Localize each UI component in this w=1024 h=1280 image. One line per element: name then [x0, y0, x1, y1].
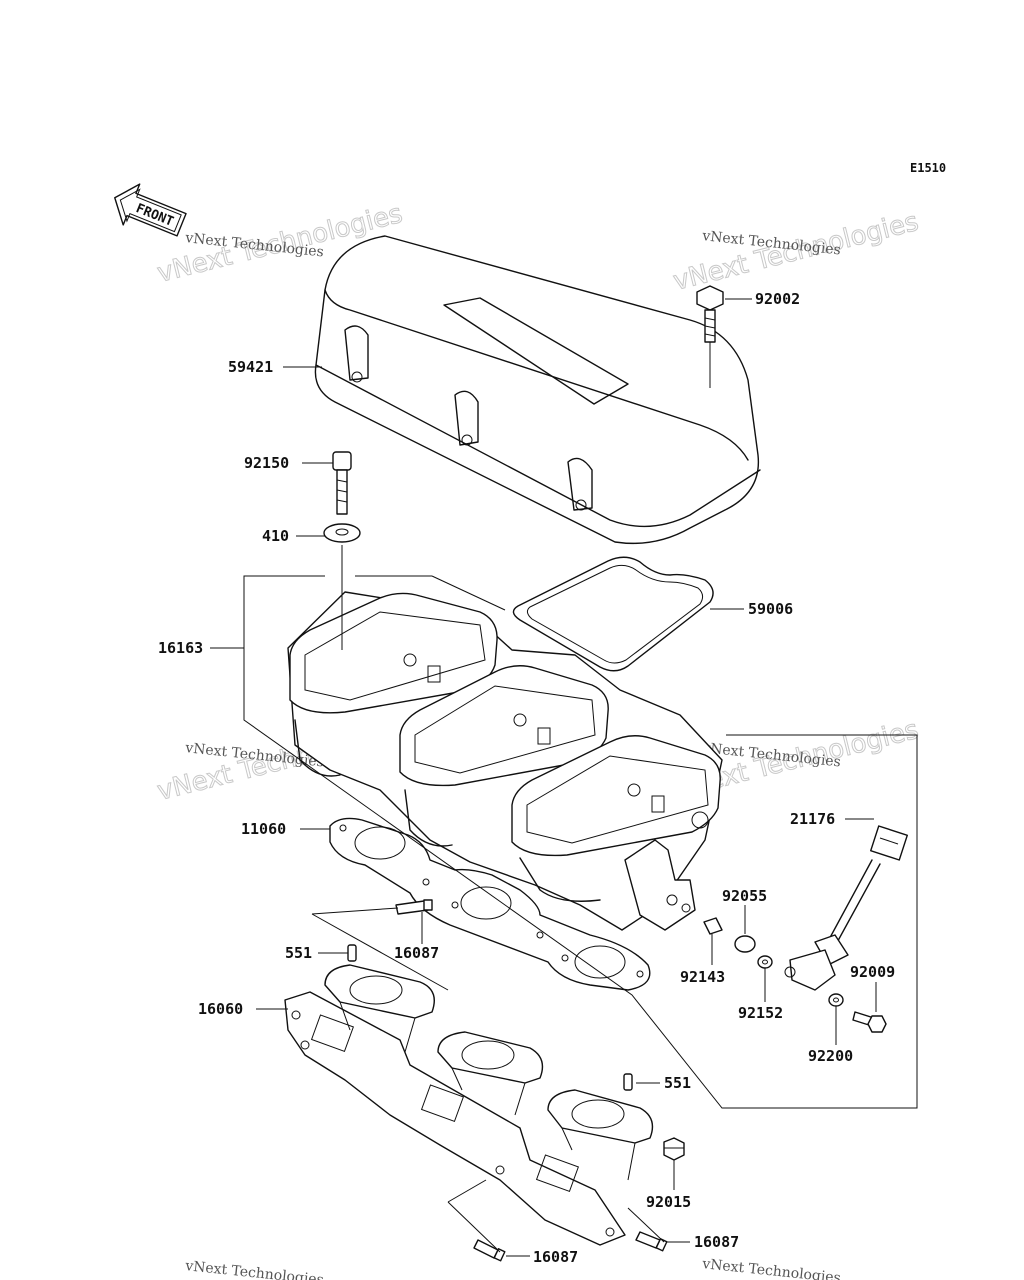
dowel-551-upper [347, 944, 357, 962]
part-label-92152: 92152 [738, 1004, 783, 1022]
part-label-21176: 21176 [790, 810, 835, 828]
part-label-92200: 92200 [808, 1047, 853, 1065]
part-label-92150: 92150 [244, 454, 289, 472]
clip-92143 [703, 917, 723, 935]
dowel-551-lower [623, 1073, 633, 1091]
cover-59421 [314, 235, 761, 545]
part-label-92009: 92009 [850, 963, 895, 981]
plug-16087-lower-left [473, 1239, 506, 1262]
manifold-16060 [284, 964, 654, 1246]
part-label-16087-lower-right: 16087 [694, 1233, 739, 1251]
part-label-16060: 16060 [198, 1000, 243, 1018]
part-label-16163: 16163 [158, 639, 203, 657]
nut-92015 [663, 1137, 685, 1161]
bolt-92009 [852, 1011, 887, 1033]
bolt-92150 [332, 451, 352, 515]
plug-16087-upper [395, 899, 433, 915]
washer-410 [323, 523, 361, 543]
washer-92152 [757, 955, 773, 969]
watermark-small: vNext Technologies [184, 1258, 325, 1280]
washer-92200 [828, 993, 844, 1007]
part-label-410: 410 [262, 527, 289, 545]
part-label-551: 551 [285, 944, 312, 962]
gasket-59006 [512, 556, 714, 672]
part-label-59006: 59006 [748, 600, 793, 618]
part-label-11060: 11060 [241, 820, 286, 838]
part-label-16087-lower-left: 16087 [533, 1248, 578, 1266]
part-label-92002: 92002 [755, 290, 800, 308]
oring-92055 [734, 935, 756, 953]
diagram-code: E1510 [910, 161, 946, 175]
part-label-92143: 92143 [680, 968, 725, 986]
watermark-small: vNext Technologies [701, 1256, 842, 1280]
sensor-21176 [784, 825, 908, 991]
part-label-59421: 59421 [228, 358, 273, 376]
part-label-92055: 92055 [722, 887, 767, 905]
part-label-16087: 16087 [394, 944, 439, 962]
plug-16087-lower-right [635, 1231, 668, 1252]
front-arrow-icon: FRONT [114, 183, 187, 237]
bolt-92002 [696, 285, 724, 343]
part-label-92015: 92015 [646, 1193, 691, 1211]
leader-lines [210, 298, 918, 1257]
part-labels: 59421 92002 92150 410 59006 16163 21176 … [158, 290, 895, 1266]
part-label-551-lower: 551 [664, 1074, 691, 1092]
